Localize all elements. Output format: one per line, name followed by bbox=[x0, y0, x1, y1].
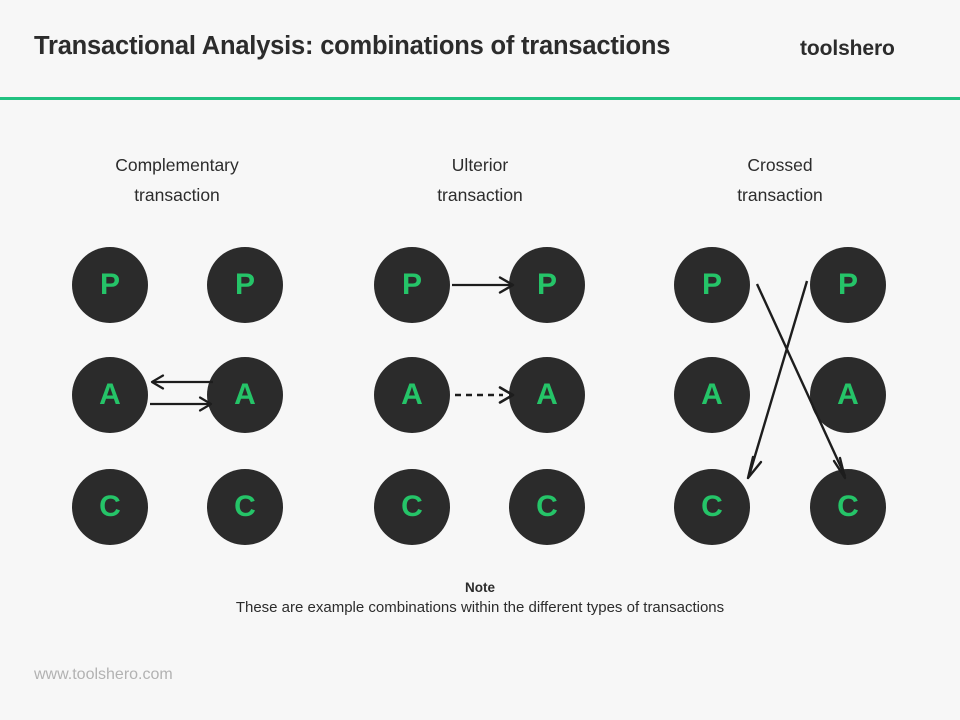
slide-header: Transactional Analysis: combinations of … bbox=[0, 0, 960, 99]
ego-state-circle-crossed-right-c: C bbox=[810, 469, 886, 545]
ego-state-circle-crossed-left-p: P bbox=[674, 247, 750, 323]
ego-state-circle-ulterior-left-a: A bbox=[374, 357, 450, 433]
ego-state-circle-complementary-left-p: P bbox=[72, 247, 148, 323]
ego-state-circle-complementary-right-a: A bbox=[207, 357, 283, 433]
note-title: Note bbox=[465, 580, 495, 595]
header-divider bbox=[0, 97, 960, 100]
arrow-complementary-a-right-to-left bbox=[150, 374, 213, 390]
arrow-complementary-a-left-to-right bbox=[150, 396, 213, 412]
ego-state-circle-complementary-right-c: C bbox=[207, 469, 283, 545]
column-heading-line1: Complementary bbox=[115, 155, 239, 175]
ego-state-circle-crossed-right-a: A bbox=[810, 357, 886, 433]
ego-state-circle-complementary-left-c: C bbox=[72, 469, 148, 545]
ego-state-circle-crossed-left-a: A bbox=[674, 357, 750, 433]
page-title: Transactional Analysis: combinations of … bbox=[34, 32, 671, 60]
footer-url: www.toolshero.com bbox=[34, 666, 173, 683]
ego-state-circle-ulterior-left-p: P bbox=[374, 247, 450, 323]
ego-state-circle-ulterior-right-a: A bbox=[509, 357, 585, 433]
arrow-ulterior-a-left-to-right-dashed bbox=[455, 386, 515, 404]
arrow-ulterior-p-left-to-right bbox=[452, 276, 515, 294]
arrow-crossed-right-p-to-left-c bbox=[746, 280, 809, 480]
column-heading-line2: transaction bbox=[134, 185, 220, 205]
ego-state-circle-ulterior-left-c: C bbox=[374, 469, 450, 545]
note-block: Note These are example combinations with… bbox=[0, 578, 960, 619]
ego-state-circle-complementary-left-a: A bbox=[72, 357, 148, 433]
brand-logo: toolshero bbox=[800, 37, 895, 60]
column-heading-crossed: Crossed transaction bbox=[650, 150, 910, 210]
ego-state-circle-ulterior-right-p: P bbox=[509, 247, 585, 323]
ego-state-circle-complementary-right-p: P bbox=[207, 247, 283, 323]
column-heading-line1: Ulterior bbox=[451, 155, 509, 175]
ego-state-circle-crossed-left-c: C bbox=[674, 469, 750, 545]
column-heading-ulterior: Ulterior transaction bbox=[350, 150, 610, 210]
column-heading-complementary: Complementary transaction bbox=[47, 150, 307, 210]
ego-state-circle-crossed-right-p: P bbox=[810, 247, 886, 323]
column-heading-line1: Crossed bbox=[747, 155, 813, 175]
note-text: These are example combinations within th… bbox=[235, 599, 725, 616]
column-heading-line2: transaction bbox=[737, 185, 823, 205]
column-heading-line2: transaction bbox=[437, 185, 523, 205]
ego-state-circle-ulterior-right-c: C bbox=[509, 469, 585, 545]
